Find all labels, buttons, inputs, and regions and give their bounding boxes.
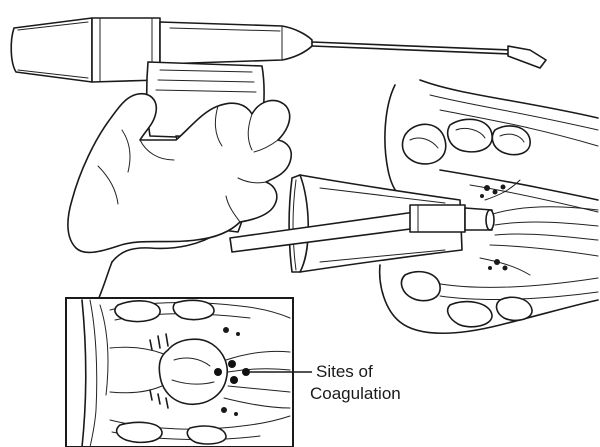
coagulation-dot xyxy=(242,368,250,376)
callout-line-1: Sites of xyxy=(316,362,373,381)
coagulation-dot xyxy=(214,368,222,376)
callout-label-2: Coagulation xyxy=(310,384,401,403)
coagulation-dot xyxy=(230,376,238,384)
coagulation-dot xyxy=(228,360,236,368)
callout-line-2: Coagulation xyxy=(310,384,401,403)
callout-label: Sites of xyxy=(316,362,373,381)
